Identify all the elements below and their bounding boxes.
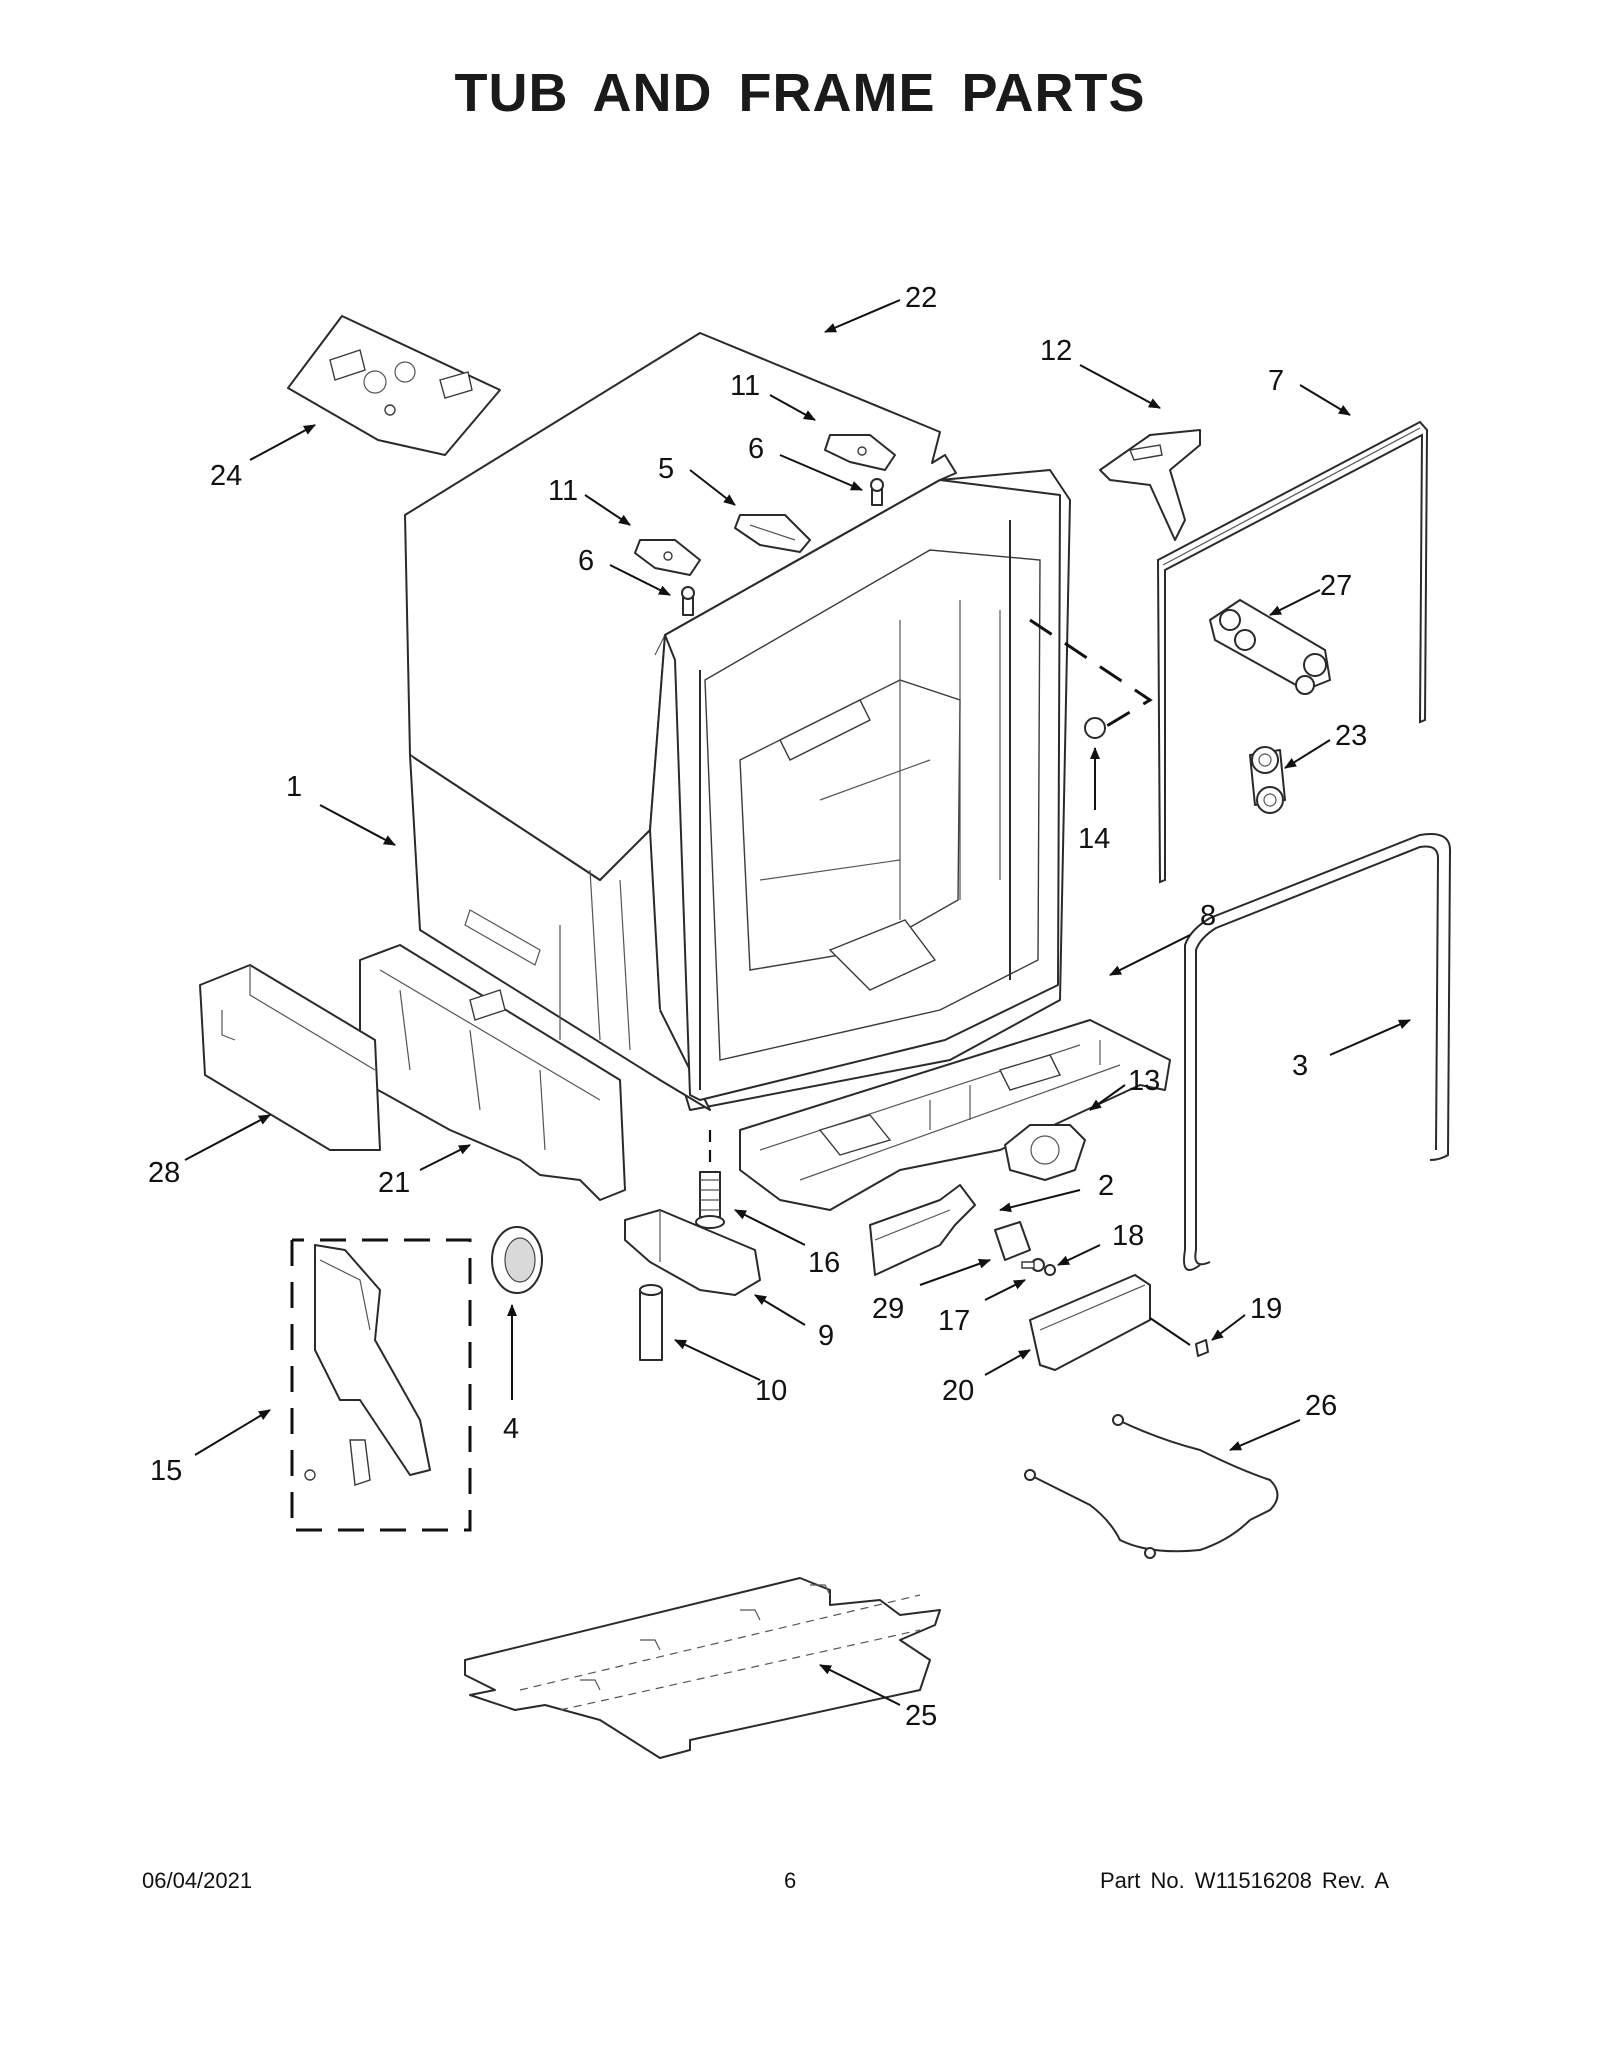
callout-labels: 22 11 6 5 11 6 24 12 7 27 23 14 1 8 3 13… [148, 282, 1367, 1732]
part-21-front-frame [359, 944, 626, 1201]
callout-11-right: 11 [730, 370, 760, 402]
callout-28: 28 [148, 1157, 180, 1189]
part-29-switch [994, 1221, 1031, 1261]
leader-7 [1299, 384, 1351, 416]
part-6-screw-right [870, 478, 884, 506]
callout-18: 18 [1112, 1220, 1144, 1252]
callout-23: 23 [1335, 720, 1367, 752]
part-1-tub [409, 469, 1153, 1111]
callout-3: 3 [1292, 1050, 1308, 1082]
callout-14: 14 [1078, 823, 1110, 855]
part-26-wire-harness [1024, 1414, 1279, 1559]
callout-9: 9 [818, 1320, 834, 1352]
part-6-screw-left [681, 586, 695, 616]
part-4-wheel [491, 1226, 543, 1294]
leader-22 [824, 299, 901, 333]
part-15-control-module [290, 1238, 472, 1532]
part-20-bracket [1029, 1274, 1151, 1371]
leader-8 [1109, 934, 1191, 976]
leader-1 [319, 804, 396, 846]
leader-16 [734, 1209, 806, 1246]
page-title: TUB AND FRAME PARTS [454, 63, 1146, 123]
leader-6-left [609, 564, 671, 596]
leader-24 [249, 424, 316, 461]
callout-7: 7 [1268, 365, 1284, 397]
leader-lines [184, 299, 1411, 1706]
leader-13 [1089, 1084, 1126, 1111]
callout-24: 24 [210, 460, 242, 492]
leader-23 [1284, 739, 1331, 769]
leader-26 [1229, 1419, 1301, 1451]
callout-25: 25 [905, 1700, 937, 1732]
callout-29: 29 [872, 1293, 904, 1325]
callout-20: 20 [942, 1375, 974, 1407]
leader-20-right [1149, 1317, 1191, 1346]
leader-21 [419, 1144, 471, 1171]
callout-12: 12 [1040, 335, 1072, 367]
callout-2: 2 [1098, 1170, 1114, 1202]
footer-date: 06/04/2021 [142, 1868, 253, 1893]
callout-6-left: 6 [578, 545, 594, 577]
part-8-base [739, 1019, 1171, 1211]
part-14-plug [1084, 717, 1106, 739]
leader-5 [689, 469, 736, 506]
part-13-float-housing [1004, 1124, 1086, 1181]
part-23-roller-pair [1249, 746, 1286, 814]
part-28-toe-panel [199, 964, 381, 1151]
part-2-bracket [869, 1184, 976, 1276]
part-12-vent [1099, 429, 1201, 541]
part-16-leveling-leg [695, 1130, 725, 1229]
footer-page-number: 6 [784, 1868, 797, 1893]
part-5-hinge-center [734, 514, 811, 553]
leader-19 [1211, 1314, 1246, 1341]
footer-part-number: Part No. W11516208 Rev. A [1100, 1868, 1390, 1893]
leader-6-right [779, 454, 863, 491]
part-19-screw [1195, 1339, 1209, 1357]
leader-10 [674, 1339, 761, 1381]
leader-2 [999, 1189, 1081, 1213]
part-11-hinge-bracket-right [824, 434, 896, 471]
callout-4: 4 [503, 1413, 519, 1445]
part-17-screw [1021, 1258, 1045, 1272]
callout-11-left: 11 [548, 475, 578, 507]
leader-28 [184, 1114, 271, 1161]
callout-10: 10 [755, 1375, 787, 1407]
part-27-roller-assembly [1209, 599, 1331, 695]
part-3-door-gasket [1183, 833, 1452, 1271]
leader-29 [919, 1258, 991, 1286]
callout-26: 26 [1305, 1390, 1337, 1422]
callout-15: 15 [150, 1455, 182, 1487]
callout-27: 27 [1320, 570, 1352, 602]
part-11-hinge-bracket-left [634, 539, 701, 576]
leader-17 [984, 1279, 1026, 1301]
part-9-drip-tray [624, 1209, 761, 1296]
part-24-hardware-bag [287, 315, 501, 456]
leader-27 [1269, 589, 1321, 616]
part-7-tub-gasket [1156, 420, 1429, 884]
callout-17: 17 [938, 1305, 970, 1337]
callout-13: 13 [1128, 1065, 1160, 1097]
callout-5: 5 [658, 453, 674, 485]
leader-12 [1079, 364, 1161, 409]
callout-8: 8 [1200, 900, 1216, 932]
part-18-washer [1044, 1264, 1056, 1276]
leader-9 [754, 1294, 806, 1326]
callout-1: 1 [286, 771, 302, 803]
leader-20-left [984, 1349, 1031, 1376]
callout-6-right: 6 [748, 433, 764, 465]
callout-21: 21 [378, 1167, 410, 1199]
callout-22: 22 [905, 282, 937, 314]
leader-15 [194, 1409, 271, 1456]
leader-3 [1329, 1019, 1411, 1056]
leader-25 [819, 1664, 901, 1706]
leader-18 [1057, 1244, 1101, 1266]
leader-11-left [584, 494, 631, 526]
leader-11-right [769, 394, 816, 421]
callout-19: 19 [1250, 1293, 1282, 1325]
part-25-insulation-pad [464, 1577, 941, 1759]
callout-16: 16 [808, 1247, 840, 1279]
part-10-tube [639, 1284, 663, 1361]
